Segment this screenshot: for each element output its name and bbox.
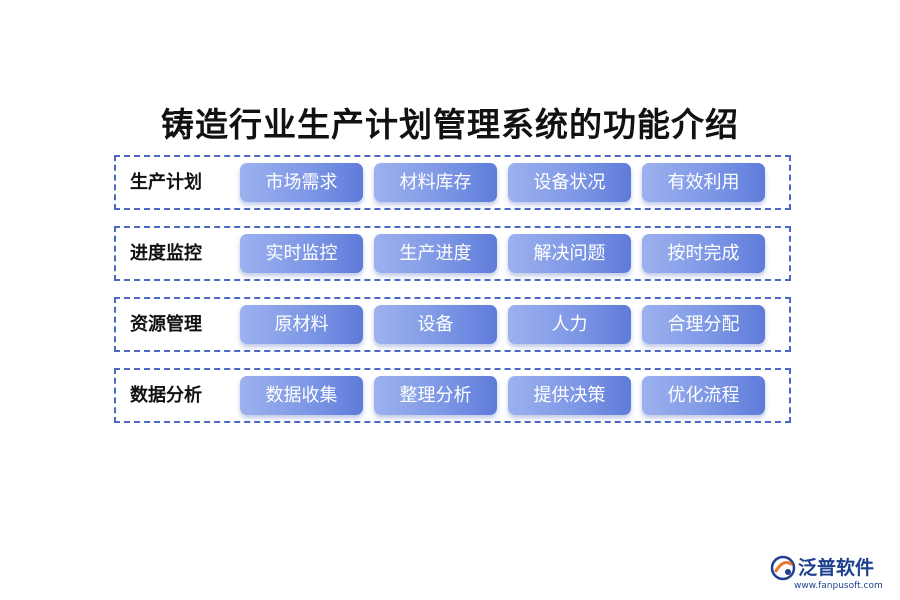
row-production-plan: 生产计划 市场需求 材料库存 设备状况 有效利用 (114, 155, 791, 210)
item-button[interactable]: 生产进度 (374, 234, 497, 273)
item-button[interactable]: 市场需求 (240, 163, 363, 202)
function-rows: 生产计划 市场需求 材料库存 设备状况 有效利用 进度监控 实时监控 生产进度 … (114, 155, 791, 439)
row-label: 生产计划 (130, 172, 202, 193)
item-button[interactable]: 人力 (508, 305, 631, 344)
item-button[interactable]: 提供决策 (508, 376, 631, 415)
row-items: 市场需求 材料库存 设备状况 有效利用 (240, 163, 765, 202)
item-button[interactable]: 整理分析 (374, 376, 497, 415)
item-button[interactable]: 优化流程 (642, 376, 765, 415)
item-button[interactable]: 数据收集 (240, 376, 363, 415)
logo-name: 泛普软件 (798, 557, 875, 579)
item-button[interactable]: 解决问题 (508, 234, 631, 273)
item-button[interactable]: 实时监控 (240, 234, 363, 273)
brand-logo[interactable]: 泛普软件 www.fanpusoft.com (770, 553, 895, 597)
row-items: 原材料 设备 人力 合理分配 (240, 305, 765, 344)
row-label: 资源管理 (130, 314, 202, 335)
fanpu-logo-icon (770, 555, 796, 581)
row-data-analysis: 数据分析 数据收集 整理分析 提供决策 优化流程 (114, 368, 791, 423)
row-progress-monitor: 进度监控 实时监控 生产进度 解决问题 按时完成 (114, 226, 791, 281)
row-items: 实时监控 生产进度 解决问题 按时完成 (240, 234, 765, 273)
item-button[interactable]: 材料库存 (374, 163, 497, 202)
item-button[interactable]: 按时完成 (642, 234, 765, 273)
row-label: 数据分析 (130, 385, 202, 406)
item-button[interactable]: 设备 (374, 305, 497, 344)
row-resource-management: 资源管理 原材料 设备 人力 合理分配 (114, 297, 791, 352)
logo-url: www.fanpusoft.com (794, 581, 883, 591)
row-label: 进度监控 (130, 243, 202, 264)
item-button[interactable]: 合理分配 (642, 305, 765, 344)
row-items: 数据收集 整理分析 提供决策 优化流程 (240, 376, 765, 415)
item-button[interactable]: 原材料 (240, 305, 363, 344)
page-title: 铸造行业生产计划管理系统的功能介绍 (161, 105, 739, 144)
item-button[interactable]: 有效利用 (642, 163, 765, 202)
item-button[interactable]: 设备状况 (508, 163, 631, 202)
